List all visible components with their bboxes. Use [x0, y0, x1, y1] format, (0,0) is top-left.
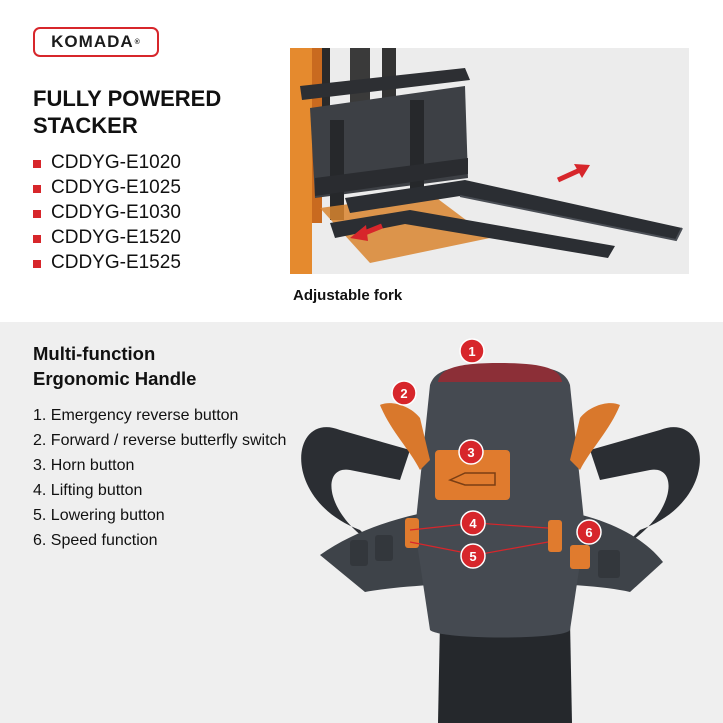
fork-caption: Adjustable fork [293, 287, 403, 304]
lifting-button-left[interactable] [405, 518, 419, 548]
red-square-bullet-icon [33, 160, 41, 168]
logo-text: KOMADA [51, 32, 134, 51]
speed-button[interactable] [570, 545, 590, 569]
product-title-line2: STACKER [33, 113, 138, 138]
model-label: CDDYG-E1025 [51, 176, 181, 198]
model-list: CDDYG-E1020 CDDYG-E1025 CDDYG-E1030 CDDY… [33, 150, 181, 275]
handle-grip-left [301, 427, 410, 545]
model-item: CDDYG-E1520 [33, 225, 181, 250]
handle-title-line1: Multi-function [33, 343, 156, 364]
logo-registered-mark: ® [134, 38, 141, 46]
red-square-bullet-icon [33, 185, 41, 193]
model-label: CDDYG-E1030 [51, 201, 181, 223]
handle-stem [438, 620, 572, 723]
model-label: CDDYG-E1020 [51, 151, 181, 173]
svg-text:5: 5 [469, 549, 476, 564]
feature-item: 2. Forward / reverse butterfly switch [33, 432, 287, 449]
model-label: CDDYG-E1520 [51, 226, 181, 248]
svg-text:4: 4 [469, 516, 477, 531]
svg-text:3: 3 [467, 445, 474, 460]
red-square-bullet-icon [33, 260, 41, 268]
model-item: CDDYG-E1030 [33, 200, 181, 225]
handle-title: Multi-function Ergonomic Handle [33, 341, 196, 391]
model-item: CDDYG-E1025 [33, 175, 181, 200]
horn-button[interactable] [435, 450, 510, 500]
left-pad-1 [375, 535, 393, 561]
lowering-button-right[interactable] [548, 520, 562, 552]
callout-badge-5: 5 [460, 543, 486, 569]
komada-logo: KOMADA® [33, 27, 159, 57]
feature-item: 4. Lifting button [33, 482, 143, 499]
handle-grip-right [590, 427, 700, 545]
red-square-bullet-icon [33, 235, 41, 243]
callout-badge-6: 6 [576, 519, 602, 545]
model-label: CDDYG-E1525 [51, 251, 181, 273]
callout-badge-2: 2 [391, 380, 417, 406]
emergency-reverse-button[interactable] [438, 363, 562, 382]
butterfly-switch-left[interactable] [380, 403, 430, 470]
product-title: FULLY POWERED STACKER [33, 85, 273, 139]
feature-item: 6. Speed function [33, 532, 158, 549]
feature-item: 1. Emergency reverse button [33, 407, 239, 424]
model-item: CDDYG-E1525 [33, 250, 181, 275]
horn-icon [447, 472, 496, 486]
right-pad [598, 550, 620, 578]
svg-text:6: 6 [585, 525, 592, 540]
product-title-line1: FULLY POWERED [33, 86, 222, 111]
left-pad-2 [350, 540, 368, 566]
fork-illustration [290, 48, 689, 274]
feature-item: 5. Lowering button [33, 507, 165, 524]
svg-text:1: 1 [468, 344, 475, 359]
callout-badge-3: 3 [458, 439, 484, 465]
svg-text:2: 2 [400, 386, 407, 401]
feature-list: 1. Emergency reverse button 2. Forward /… [33, 403, 286, 553]
model-item: CDDYG-E1020 [33, 150, 181, 175]
handle-title-line2: Ergonomic Handle [33, 368, 197, 389]
adjustable-fork-image [290, 48, 689, 274]
feature-item: 3. Horn button [33, 457, 135, 474]
callout-badge-4: 4 [460, 510, 486, 536]
red-square-bullet-icon [33, 210, 41, 218]
ergonomic-handle-image: 1 2 3 4 5 6 [301, 338, 700, 723]
top-section: KOMADA® FULLY POWERED STACKER CDDYG-E102… [0, 0, 723, 322]
butterfly-switch-right[interactable] [570, 403, 620, 470]
callout-badge-1: 1 [459, 338, 485, 364]
handle-body [415, 365, 585, 638]
